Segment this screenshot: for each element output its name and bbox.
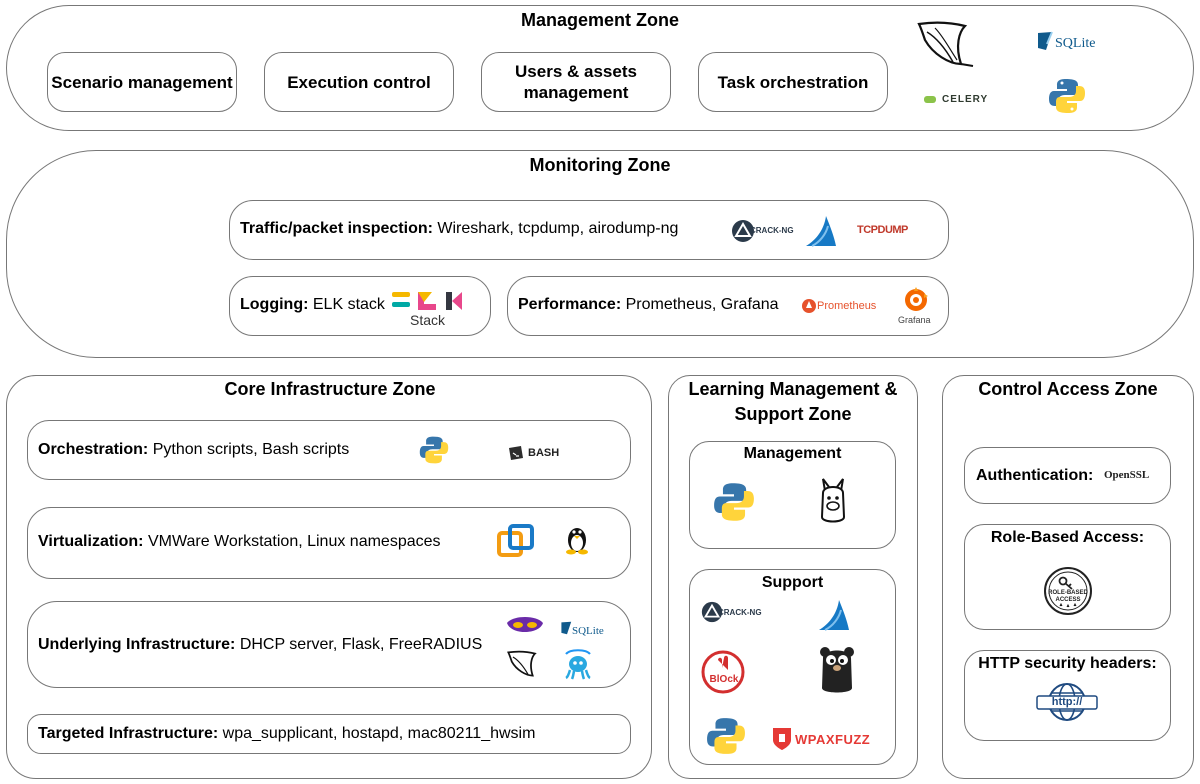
sqlite-logo-text: SQLite [572,625,604,637]
wpaxfuzz-logo-text: WPAXFUZZ [795,732,871,747]
users-assets-label: Users & assets management [515,62,637,102]
logging-label: Logging: [240,296,309,313]
execution-control-label: Execution control [287,72,431,92]
authentication-label: Authentication: [976,467,1094,484]
celery-icon [924,96,936,103]
performance-row: Performance: Prometheus, Grafana [518,296,779,314]
gopher-icon [820,647,854,693]
vmware-icon [497,524,534,557]
underlying-infrastructure-text: DHCP server, Flask, FreeRADIUS [239,636,483,653]
targeted-infrastructure-label: Targeted Infrastructure: [38,725,219,742]
targeted-infrastructure-box [27,714,631,754]
performance-label: Performance: [518,296,622,313]
task-orchestration-box: Task orchestration [698,52,888,112]
python-icon [714,483,754,521]
freeradius-icon [507,617,543,632]
core-zone-title: Core Infrastructure Zone [224,379,436,399]
rbac-badge-text-2: ACCESS [1055,597,1081,603]
underlying-infrastructure-box [27,601,631,688]
monitoring-zone-title: Monitoring Zone [529,155,671,175]
wireshark-icon [806,216,836,247]
performance-text: Prometheus, Grafana [625,296,779,313]
aircrack-icon [732,220,754,242]
grafana-icon [905,287,928,311]
traffic-inspection-text: Wireshark, tcpdump, airodump-ng [437,220,679,237]
performance-box [507,276,949,336]
role-based-access-badge-icon [1044,567,1092,615]
traffic-inspection-label: Traffic/packet inspection: [240,220,433,237]
prometheus-icon [802,299,816,313]
python-icon [707,718,745,754]
learning-support-title: Support [761,574,824,591]
execution-control-box: Execution control [264,52,454,112]
learning-zone-title-line2: Support Zone [734,404,852,424]
underlying-infrastructure-row: Underlying Infrastructure: DHCP server, … [38,636,482,654]
authentication-box [964,447,1171,504]
prometheus-logo-text: Prometheus [817,300,877,312]
elk-icon [392,292,462,310]
sqlite-icon [561,621,572,635]
virtualization-row: Virtualization: VMWare Workstation, Linu… [38,533,441,551]
targeted-infrastructure-row: Targeted Infrastructure: wpa_supplicant,… [38,725,535,743]
openssl-logo-text: OpenSSL [1104,469,1150,481]
scenario-management-box: Scenario management [47,52,237,112]
traffic-inspection-row: Traffic/packet inspection: Wireshark, tc… [240,220,678,238]
orchestration-text: Python scripts, Bash scripts [152,441,350,458]
virtualization-text: VMWare Workstation, Linux namespaces [147,533,441,550]
sqlite-logo-text: SQLite [1055,36,1096,51]
aircrack-logo-text: CRACK-NG [750,226,794,235]
learning-zone-title-line1: Learning Management & [688,379,898,399]
virtualization-box [27,507,631,579]
aircrack-logo-text: CRACK-NG [718,608,762,617]
aircrack-icon [701,601,723,623]
flask-icon [507,650,537,677]
flask-icon [917,21,974,67]
python-icon [419,436,449,464]
role-based-access-label: Role-Based Access: [990,529,1145,546]
sqlite-icon [1038,31,1053,50]
celery-logo-text: CELERY [942,94,989,105]
dhcp-octopus-icon [565,649,591,680]
management-zone-title: Management Zone [520,10,680,30]
control-access-zone-title: Control Access Zone [978,379,1158,399]
globe-icon [1036,683,1098,721]
orchestration-box [27,420,631,480]
bash-logo-text: BASH [528,447,560,459]
logging-row: Logging: ELK stack [240,296,385,314]
virtualization-label: Virtualization: [38,533,144,550]
block-hand-icon [701,650,745,694]
tcpdump-logo-text: TCPDUMP [857,224,908,236]
underlying-infrastructure-label: Underlying Infrastructure: [38,636,236,653]
wpaxfuzz-shield-icon [773,728,791,750]
logging-text: ELK stack [312,296,385,313]
python-icon [1049,79,1085,113]
users-assets-box: Users & assets management [481,52,671,112]
http-security-headers-label: HTTP security headers: [978,655,1157,672]
orchestration-row: Orchestration: Python scripts, Bash scri… [38,441,349,459]
wireshark-icon [819,600,849,631]
block-logo-text: BlOck [709,674,739,685]
task-orchestration-label: Task orchestration [717,72,869,92]
targeted-infrastructure-text: wpa_supplicant, hostapd, mac80211_hwsim [222,725,536,742]
learning-management-title: Management [743,445,842,462]
bash-icon [509,446,523,460]
elk-logo-text: Stack [410,312,446,328]
learning-management-box [689,441,896,549]
orchestration-label: Orchestration: [38,441,149,458]
rbac-badge-text-1: ROLE-BASED [1048,590,1088,596]
scenario-management-label: Scenario management [51,72,233,92]
ollama-llama-icon [820,478,846,523]
http-badge-text: http:// [1051,696,1083,708]
grafana-logo-text: Grafana [898,315,931,325]
linux-tux-icon [566,528,588,555]
